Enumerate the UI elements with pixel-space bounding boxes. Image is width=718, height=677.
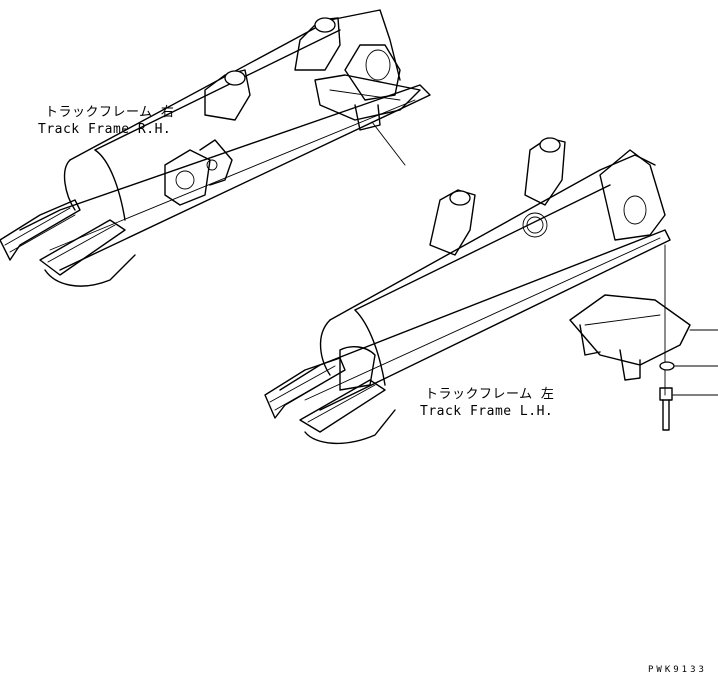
washer [659, 361, 675, 371]
leader-line-rh [371, 121, 406, 166]
track-frame-lh [264, 137, 671, 445]
label-lh-jp: トラックフレーム 左 [425, 387, 554, 402]
label-rh-jp: トラックフレーム 右 [45, 105, 174, 120]
bolt [659, 387, 673, 431]
drawing-code: PWK9133 [648, 665, 707, 675]
label-lh-en: Track Frame L.H. [420, 404, 553, 419]
mounting-bracket-assembly [569, 244, 691, 431]
track-frame-rh [0, 9, 431, 287]
label-rh-en: Track Frame R.H. [38, 122, 171, 137]
